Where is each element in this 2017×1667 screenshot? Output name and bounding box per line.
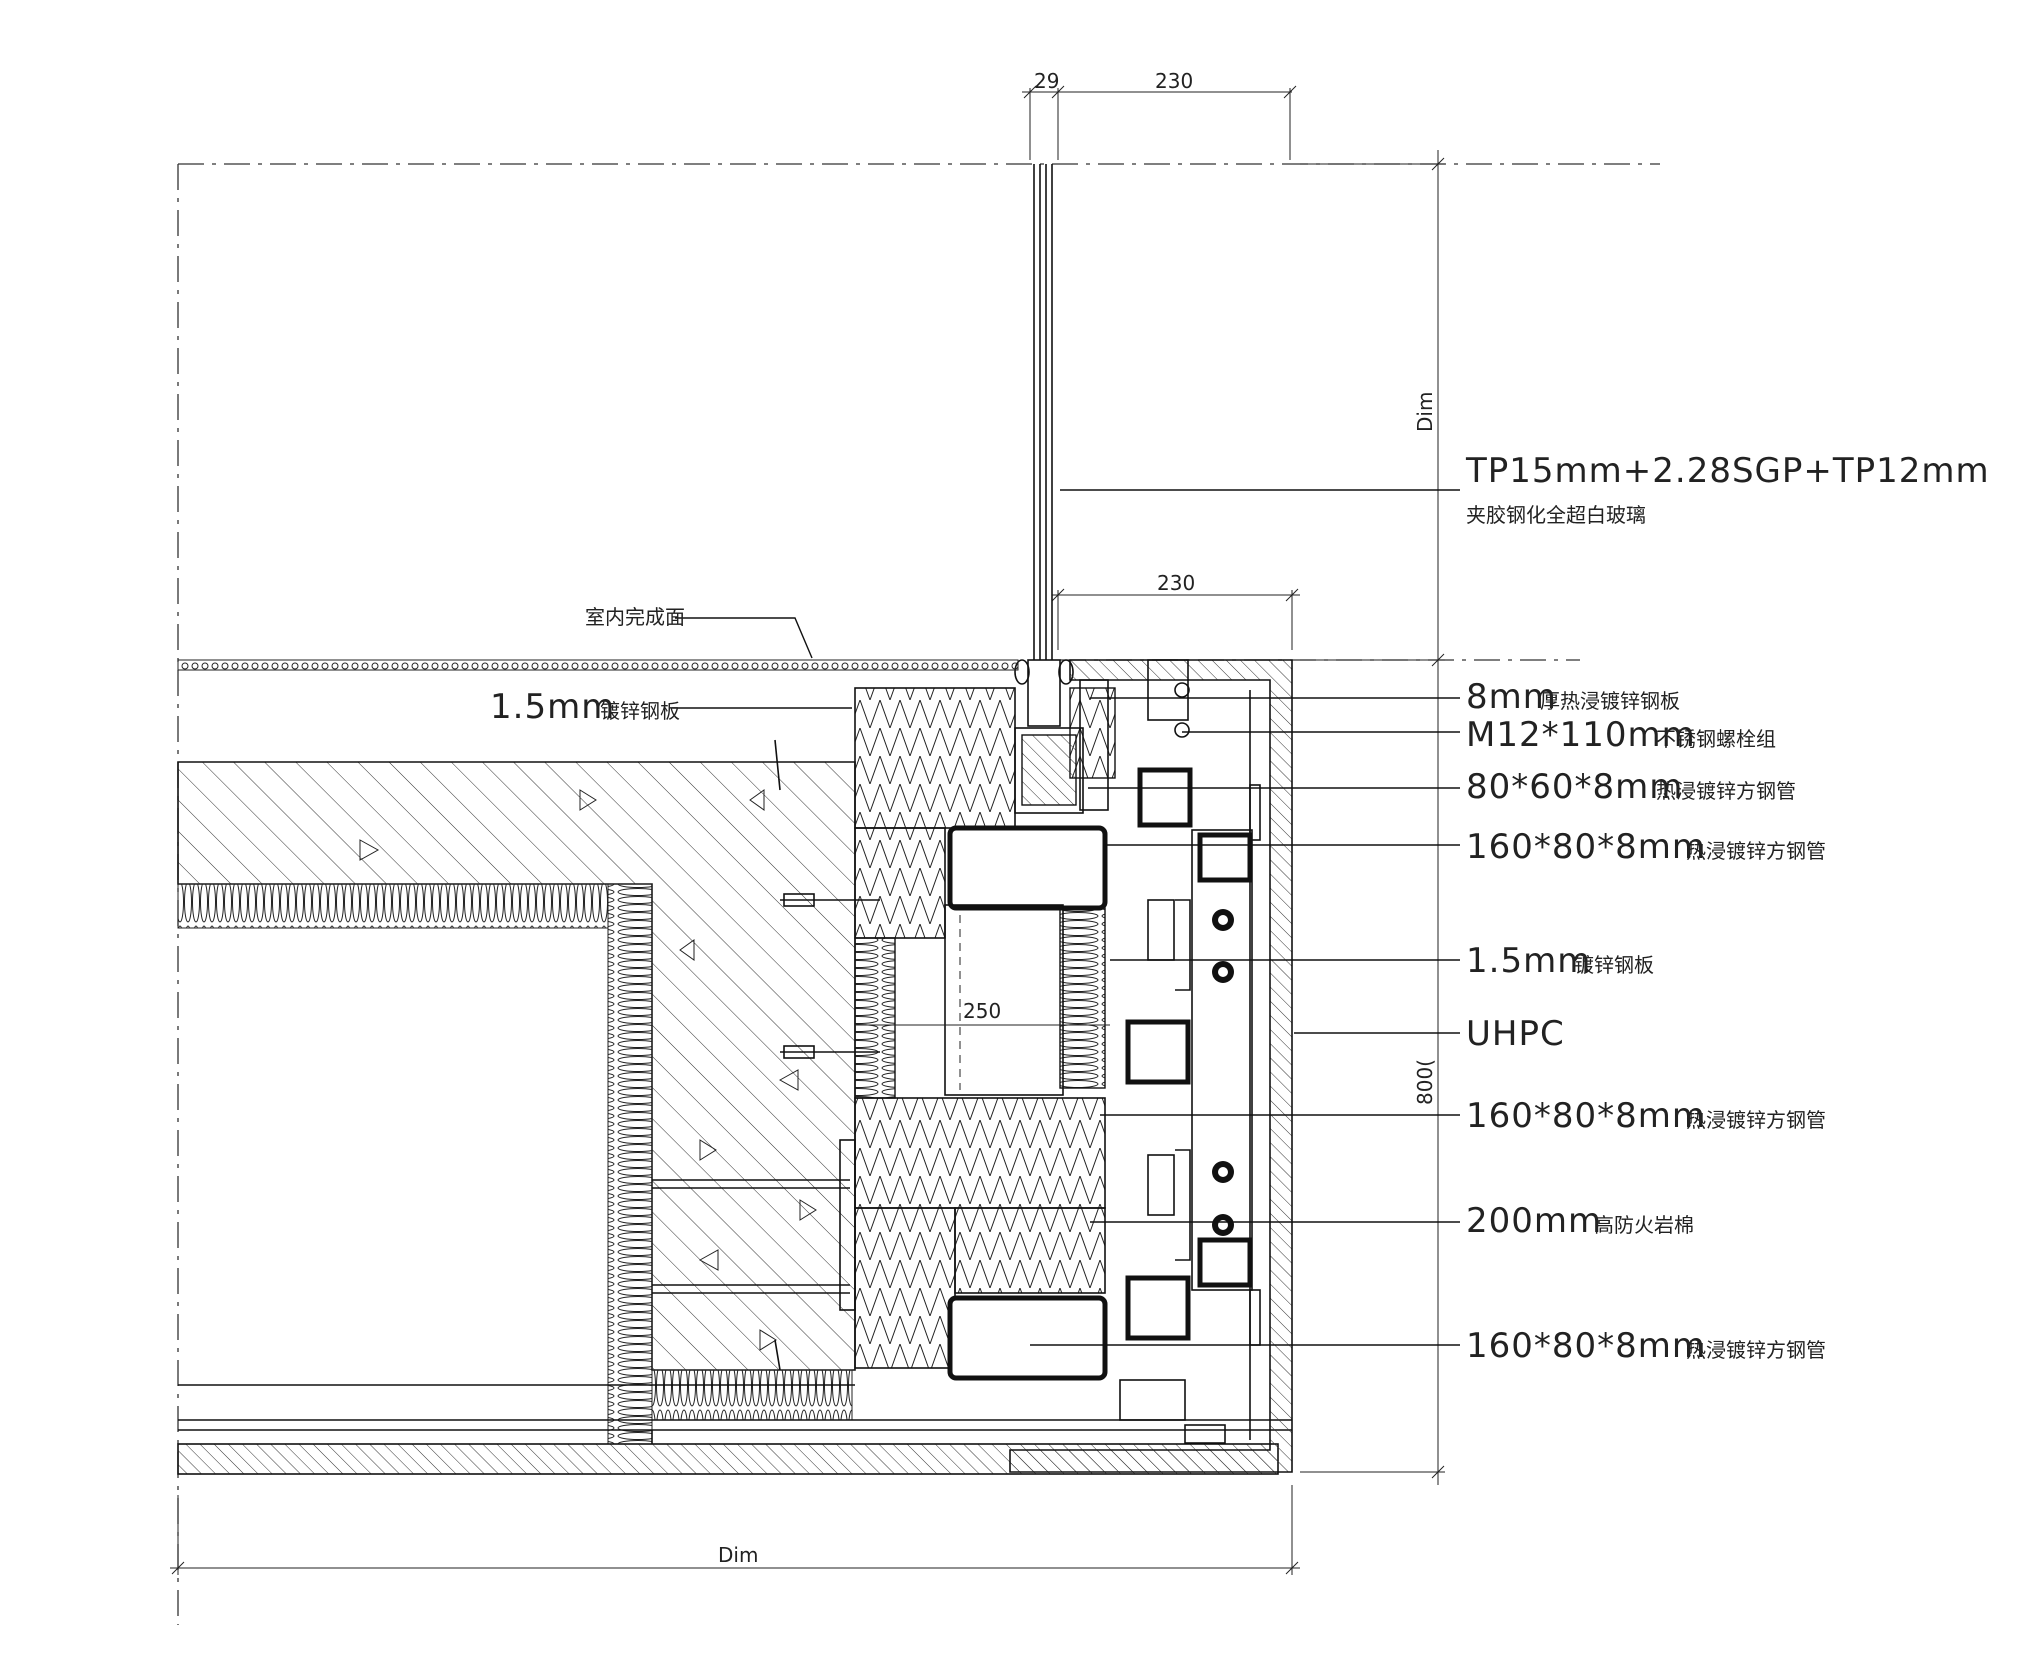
wall-insulation [177, 883, 853, 1445]
dim-230-top: 230 [1155, 69, 1193, 93]
r3-desc: 热浸镀锌方钢管 [1656, 779, 1796, 803]
r4-size: 160*80*8mm [1466, 827, 1706, 867]
r9-desc: 热浸镀锌方钢管 [1686, 1338, 1826, 1362]
r4-desc: 热浸镀锌方钢管 [1686, 839, 1826, 863]
anchor-bolts [652, 739, 880, 1371]
glass-spec-label: TP15mm+2.28SGP+TP12mm [1465, 451, 1990, 491]
r7-size: 160*80*8mm [1466, 1096, 1706, 1136]
dim-bottom: Dim [718, 1543, 758, 1567]
glass-bracket [1014, 659, 1190, 814]
r2-size: M12*110mm [1466, 715, 1696, 755]
bottom-dimension: Dim [170, 1485, 1300, 1575]
dim-right-upper: Dim [1413, 392, 1437, 432]
top-dimension: 29 230 [1022, 69, 1297, 160]
leaders [672, 489, 1460, 1346]
dim-29: 29 [1034, 69, 1059, 93]
reference-lines [177, 163, 1660, 1625]
glass-desc-label: 夹胶钢化全超白玻璃 [1466, 503, 1646, 527]
bolt-group [1119, 784, 1261, 1444]
concrete-slab [177, 761, 856, 1371]
dim-250: 250 [963, 999, 1001, 1023]
r2-desc: 不锈钢螺栓组 [1656, 727, 1776, 751]
r5-desc: 镀锌钢板 [1574, 953, 1654, 977]
r3-size: 80*60*8mm [1466, 767, 1683, 807]
mineral-wool [854, 687, 1116, 1369]
r8-size: 200mm [1466, 1201, 1602, 1241]
steel-tubes [944, 767, 1253, 1381]
left-plate-desc: 镀锌钢板 [600, 699, 680, 723]
annotations: TP15mm+2.28SGP+TP12mm 夹胶钢化全超白玻璃 室内完成面 1.… [490, 451, 1990, 1366]
r5-size: 1.5mm [1466, 941, 1591, 981]
r9-size: 160*80*8mm [1466, 1326, 1706, 1366]
dim-230-mid: 230 [1157, 571, 1195, 595]
interior-finish-strip [177, 659, 1019, 671]
r1-size: 8mm [1466, 677, 1557, 717]
left-plate-size: 1.5mm [490, 687, 615, 727]
r6-size: UHPC [1466, 1014, 1565, 1054]
mid-dimension: 230 [1051, 571, 1300, 650]
right-dimension: Dim 800( [1300, 150, 1445, 1485]
glass-panel [1014, 164, 1074, 727]
inner-dimension: 250 [855, 999, 1110, 1026]
r7-desc: 热浸镀锌方钢管 [1686, 1108, 1826, 1132]
interior-finish-label: 室内完成面 [585, 605, 685, 629]
dim-right-total: 800( [1413, 1059, 1437, 1105]
r8-desc: 高防火岩棉 [1594, 1213, 1694, 1237]
r1-desc: 厚热浸镀锌钢板 [1540, 689, 1680, 713]
